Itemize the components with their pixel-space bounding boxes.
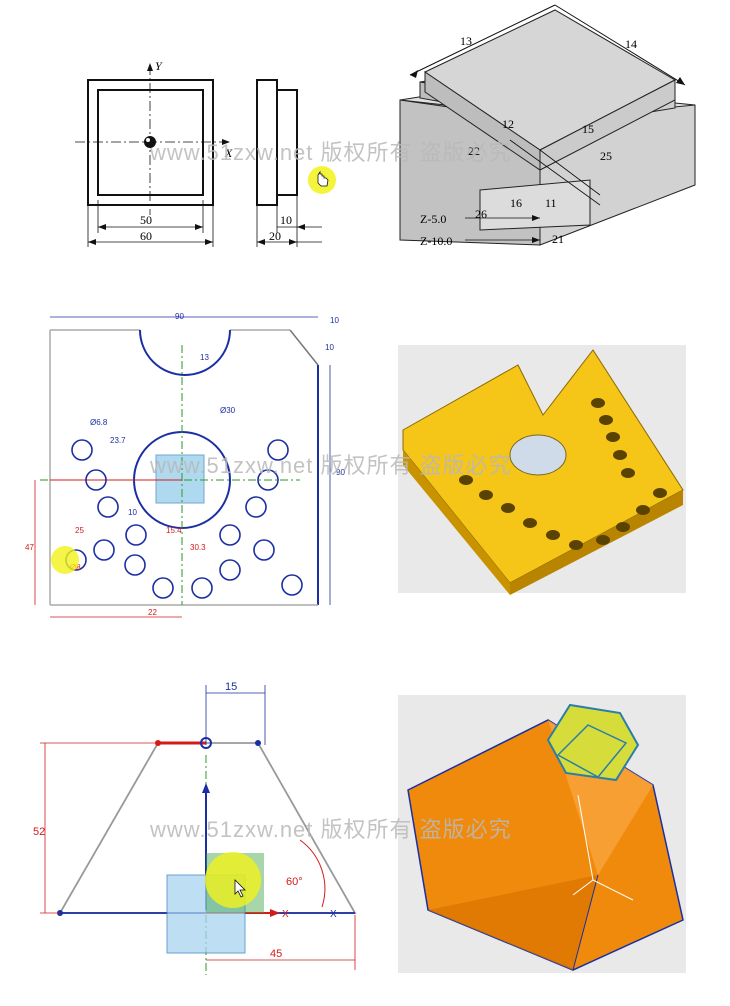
dim-20: 20 [269,229,281,243]
hole-pattern [65,439,303,599]
iso-label-13: 13 [460,34,472,48]
isometric-block-panel: 13 14 12 15 22 25 26 16 11 21 Z-5.0 Z-10… [390,0,710,255]
iso-label-21: 21 [552,232,564,246]
dim-60-deg: 60° [286,876,303,888]
iso-label-15: 15 [582,122,594,136]
iso-label-14: 14 [625,37,637,51]
csys-axes [572,794,634,901]
iso-label-12: 12 [502,117,514,131]
cursor-highlight [205,852,261,908]
technical-drawing: Y X 50 60 10 20 [75,59,336,247]
trapezoid-sketch: 15 52 60° 45 X X [33,681,357,975]
dim-30-3: 30.3 [190,543,206,552]
axis-y-label: Y [155,59,163,73]
trapezoid-sketch-panel: 15 52 60° 45 X X [30,675,370,975]
dim-90-top: 90 [175,312,184,321]
dim-52: 52 [33,826,45,838]
orange-solid-render [398,695,686,973]
z-label-1: Z-5.0 [420,212,446,226]
axis-x-label: X [282,909,289,920]
dim-10-right: 10 [325,343,334,352]
dim-10: 10 [280,213,292,227]
dim-47: 47 [25,543,34,552]
dim-90-right: 90 [336,468,345,477]
yellow-plate-render [398,345,686,595]
dim-10-top: 10 [330,316,339,325]
dim-23-7: 23.7 [110,436,126,445]
axis-x2-label: X [330,909,337,920]
iso-label-11: 11 [545,196,557,210]
iso-label-22: 22 [468,144,480,158]
plate-holes [459,398,667,550]
dim-15-4: 15.4 [166,526,182,535]
dim-22: 22 [148,608,157,617]
dim-60: 60 [140,229,152,243]
dim-50: 50 [140,213,152,227]
z-label-2: Z-10.0 [420,234,452,248]
iso-label-16: 16 [510,196,522,210]
dim-dia-6-8: Ø6.8 [90,418,108,427]
iso-label-26: 26 [475,207,487,221]
dim-15: 15 [225,681,237,693]
dim-dia-30: Ø30 [220,406,236,415]
dim-45: 45 [270,948,282,960]
dim-25: 25 [75,526,84,535]
iso-label-25: 25 [600,149,612,163]
cursor-highlight [51,546,79,574]
pointer-cursor-icon [234,879,246,898]
hole-sketch: 90 10 10 90 13 Ø30 Ø6.8 23.7 10 15.4 30.… [25,312,345,618]
hand-cursor-icon [317,170,329,187]
axis-x-label: X [224,146,233,160]
isometric-block: 13 14 12 15 22 25 26 16 11 21 Z-5.0 Z-10… [399,4,696,248]
dim-13: 13 [200,353,209,362]
dim-10-mid: 10 [128,508,137,517]
hole-sketch-panel: 90 10 10 90 13 Ø30 Ø6.8 23.7 10 15.4 30.… [20,305,360,625]
orange-3d [407,703,684,971]
drawing-panel-2d: Y X 50 60 10 20 [60,55,380,255]
plate-3d [402,349,684,595]
